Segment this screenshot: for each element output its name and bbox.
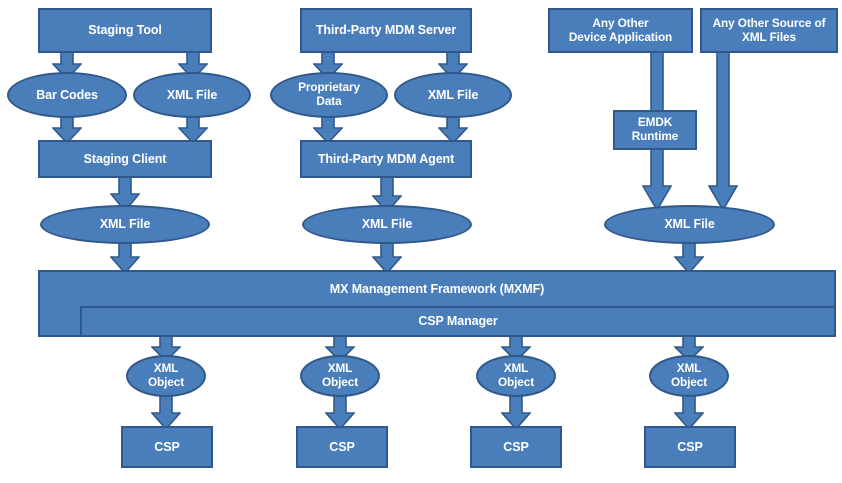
node-any-other-source-of-xml-files-label: Any Other Source of XML Files (712, 15, 826, 44)
node-csp-1[interactable]: CSP (121, 426, 213, 468)
node-xml-object-4[interactable]: XML Object (649, 355, 729, 397)
node-staging-client[interactable]: Staging Client (38, 140, 212, 178)
node-any-other-source-of-xml-files[interactable]: Any Other Source of XML Files (700, 8, 838, 53)
node-third-party-mdm-agent[interactable]: Third-Party MDM Agent (300, 140, 472, 178)
node-xml-object-3[interactable]: XML Object (476, 355, 556, 397)
node-xml-file-mid-label: XML File (361, 217, 413, 232)
arrow-xml-object-2-to-csp-2 (325, 392, 355, 430)
node-csp-4-label: CSP (677, 439, 703, 454)
node-emdk-runtime[interactable]: EMDK Runtime (613, 110, 697, 150)
node-mx-management-framework-label: MX Management Framework (MXMF) (329, 282, 545, 296)
node-proprietary-data[interactable]: Proprietary Data (270, 72, 388, 118)
node-csp-manager[interactable]: CSP Manager (80, 306, 836, 337)
node-bar-codes-label: Bar Codes (36, 87, 98, 102)
node-xml-file-left-label: XML File (99, 217, 151, 232)
node-xml-object-2-label: XML Object (321, 361, 359, 389)
node-xml-file-mid-top-label: XML File (427, 87, 479, 102)
node-staging-client-label: Staging Client (83, 151, 167, 166)
arrow-other-source-to-xml-file (708, 50, 738, 212)
node-xml-file-left-top[interactable]: XML File (133, 72, 251, 118)
node-xml-file-right-label: XML File (664, 217, 715, 232)
node-proprietary-data-label: Proprietary Data (298, 80, 360, 108)
node-bar-codes[interactable]: Bar Codes (7, 72, 127, 118)
node-xml-object-3-label: XML Object (497, 361, 535, 389)
node-xml-object-2[interactable]: XML Object (300, 355, 380, 397)
node-staging-tool-label: Staging Tool (88, 23, 162, 38)
node-xml-file-left[interactable]: XML File (40, 205, 210, 244)
node-third-party-mdm-server[interactable]: Third-Party MDM Server (300, 8, 472, 53)
node-xml-object-1[interactable]: XML Object (126, 355, 206, 397)
node-xml-object-1-label: XML Object (147, 361, 185, 389)
node-staging-tool[interactable]: Staging Tool (38, 8, 212, 53)
node-csp-2[interactable]: CSP (296, 426, 388, 468)
node-csp-3-label: CSP (503, 439, 529, 454)
node-any-other-device-application-label: Any Other Device Application (568, 15, 673, 44)
node-xml-file-mid[interactable]: XML File (302, 205, 472, 244)
node-csp-2-label: CSP (329, 439, 355, 454)
node-xml-file-mid-top[interactable]: XML File (394, 72, 512, 118)
arrow-xml-object-4-to-csp-4 (674, 392, 704, 430)
node-emdk-runtime-label: EMDK Runtime (631, 115, 679, 143)
node-csp-4[interactable]: CSP (644, 426, 736, 468)
arrow-xml-object-3-to-csp-3 (501, 392, 531, 430)
arrow-right-xml-file-to-mxmf (674, 240, 704, 274)
node-csp-manager-label: CSP Manager (418, 314, 498, 329)
arrow-left-xml-file-to-mxmf (110, 240, 140, 274)
node-csp-1-label: CSP (154, 439, 180, 454)
node-xml-object-4-label: XML Object (670, 361, 708, 389)
node-xml-file-right[interactable]: XML File (604, 205, 775, 244)
node-third-party-mdm-server-label: Third-Party MDM Server (315, 23, 457, 38)
arrow-mid-xml-file-to-mxmf (372, 240, 402, 274)
node-any-other-device-application[interactable]: Any Other Device Application (548, 8, 693, 53)
node-csp-3[interactable]: CSP (470, 426, 562, 468)
arrow-mdm-agent-to-xml-file (372, 175, 402, 213)
arrow-xml-object-1-to-csp-1 (151, 392, 181, 430)
node-third-party-mdm-agent-label: Third-Party MDM Agent (317, 151, 455, 166)
node-xml-file-left-top-label: XML File (166, 87, 218, 102)
